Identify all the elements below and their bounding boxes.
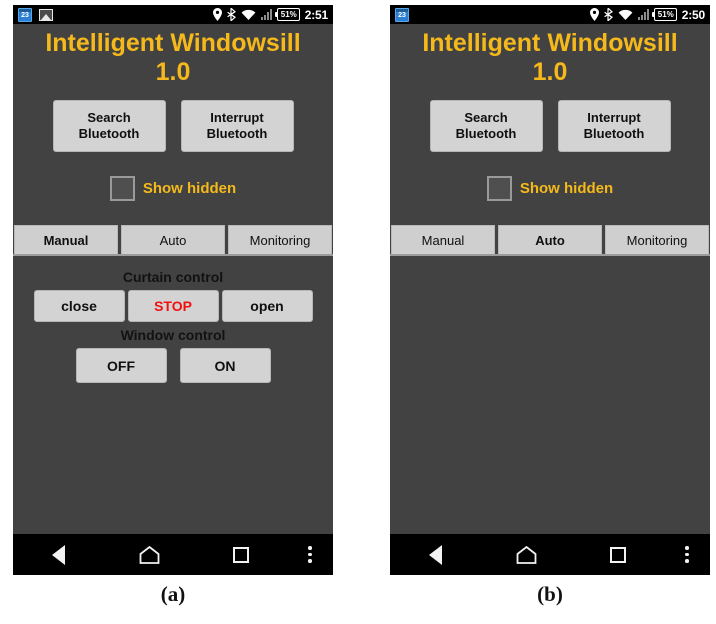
curtain-stop-button[interactable]: STOP (127, 290, 219, 322)
window-off-button[interactable]: OFF (75, 348, 167, 383)
overflow-menu-icon (308, 546, 312, 563)
location-pin-icon (589, 8, 599, 21)
back-triangle-icon (52, 544, 66, 565)
page-title: Intelligent Windowsill 1.0 (45, 29, 301, 86)
phone-panel-a: 23 51% 2:51 Intelli (13, 5, 333, 575)
android-navigation-bar (390, 534, 710, 575)
show-hidden-checkbox[interactable] (486, 176, 512, 201)
nav-overflow-menu-button[interactable] (664, 546, 710, 563)
recents-square-icon (610, 546, 627, 563)
bluetooth-icon (604, 8, 613, 21)
figure-caption-b: (b) (537, 582, 563, 606)
show-hidden-label: Show hidden (519, 180, 614, 197)
bluetooth-button-row: Search Bluetooth Interrupt Bluetooth (13, 100, 333, 152)
curtain-open-button[interactable]: open (221, 290, 313, 322)
nav-recents-button[interactable] (196, 546, 287, 563)
back-triangle-icon (429, 544, 443, 565)
home-icon (516, 545, 537, 564)
interrupt-bluetooth-button[interactable]: Interrupt Bluetooth (180, 100, 294, 152)
nav-back-button[interactable] (390, 544, 481, 565)
calendar-icon-header (396, 8, 408, 12)
nav-overflow-menu-button[interactable] (287, 546, 333, 563)
figure-caption-a: (a) (160, 582, 186, 606)
recents-square-icon (233, 546, 250, 563)
tab-monitoring[interactable]: Monitoring (228, 225, 332, 254)
window-control-label: Window control (120, 327, 226, 343)
calendar-icon: 23 (18, 7, 32, 22)
tab-bar-divider (13, 254, 333, 256)
status-bar-clock: 2:50 (681, 7, 705, 22)
interrupt-bluetooth-button[interactable]: Interrupt Bluetooth (557, 100, 671, 152)
status-bar-left-icons: 23 (395, 7, 409, 22)
tab-manual[interactable]: Manual (14, 225, 118, 254)
nav-home-button[interactable] (481, 545, 572, 564)
nav-home-button[interactable] (104, 545, 195, 564)
calendar-day-number: 23 (21, 11, 29, 19)
auto-tab-content (390, 256, 710, 489)
status-bar-left-icons: 23 (18, 7, 53, 22)
bluetooth-button-row: Search Bluetooth Interrupt Bluetooth (390, 100, 710, 152)
window-on-button[interactable]: ON (179, 348, 271, 383)
nav-back-button[interactable] (13, 544, 104, 565)
android-navigation-bar (13, 534, 333, 575)
show-hidden-row: Show hidden (390, 176, 710, 201)
overflow-menu-icon (685, 546, 689, 563)
signal-bars-icon (637, 9, 649, 20)
tab-auto[interactable]: Auto (498, 225, 602, 254)
wifi-icon (618, 9, 633, 21)
wifi-icon (241, 9, 256, 21)
calendar-icon-header (19, 8, 31, 12)
tab-bar: Manual Auto Monitoring (13, 225, 333, 254)
status-bar-right-icons: 51% 2:51 (212, 7, 328, 22)
battery-icon: 51% (274, 8, 300, 21)
status-bar-right-icons: 51% 2:50 (589, 7, 705, 22)
battery-icon: 51% (651, 8, 677, 21)
calendar-day-number: 23 (398, 11, 406, 19)
bluetooth-icon (227, 8, 236, 21)
home-icon (139, 545, 160, 564)
status-bar: 23 51% 2:51 (13, 5, 333, 24)
battery-level-label: 51% (657, 10, 674, 19)
show-hidden-label: Show hidden (142, 180, 237, 197)
tab-manual[interactable]: Manual (391, 225, 495, 254)
tab-monitoring[interactable]: Monitoring (605, 225, 709, 254)
show-hidden-row: Show hidden (13, 176, 333, 201)
search-bluetooth-button[interactable]: Search Bluetooth (52, 100, 166, 152)
nav-recents-button[interactable] (573, 546, 664, 563)
signal-bars-icon (260, 9, 272, 20)
curtain-control-label: Curtain control (122, 269, 224, 285)
location-pin-icon (212, 8, 222, 21)
page-title: Intelligent Windowsill 1.0 (422, 29, 678, 86)
tab-bar-divider (390, 254, 710, 256)
tab-bar: Manual Auto Monitoring (390, 225, 710, 254)
show-hidden-checkbox[interactable] (109, 176, 135, 201)
manual-tab-content: Curtain control close STOP open Window c… (13, 256, 333, 489)
search-bluetooth-button[interactable]: Search Bluetooth (429, 100, 543, 152)
curtain-close-button[interactable]: close (33, 290, 125, 322)
curtain-control-row: close STOP open (13, 290, 333, 322)
status-bar: 23 51% 2:50 (390, 5, 710, 24)
window-control-row: OFF ON (13, 348, 333, 383)
tab-auto[interactable]: Auto (121, 225, 225, 254)
status-bar-clock: 2:51 (304, 7, 328, 22)
phone-panel-b: 23 51% 2:50 Intelligent Wind (390, 5, 710, 575)
battery-level-label: 51% (280, 10, 297, 19)
calendar-icon: 23 (395, 7, 409, 22)
picture-icon (39, 8, 53, 21)
